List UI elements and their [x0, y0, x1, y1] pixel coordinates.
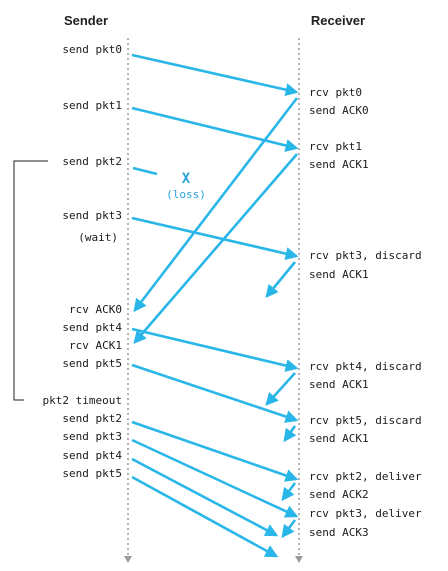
arrow-pkt1 [131, 106, 299, 152]
sender-label-send-pkt4: send pkt4 [62, 321, 122, 334]
receiver-timeline-arrowhead [295, 556, 303, 563]
receiver-label-rcv-pkt2-deliver: rcv pkt2, deliver [309, 470, 422, 483]
sender-label-send-pkt0: send pkt0 [62, 43, 122, 56]
receiver-label-send-ack1: send ACK1 [309, 158, 369, 171]
loss-x-mark: X [182, 171, 191, 187]
receiver-label-send-ack1-a: send ACK1 [309, 268, 369, 281]
sender-label-send-pkt1: send pkt1 [62, 99, 122, 112]
receiver-label-send-ack0: send ACK0 [309, 104, 369, 117]
arrow-ack1-dup-a [265, 261, 297, 299]
arrow-resend-pkt2 [131, 420, 299, 482]
receiver-label-send-ack2: send ACK2 [309, 488, 369, 501]
receiver-label-send-ack3: send ACK3 [309, 526, 369, 539]
arrow-pkt2-lost [132, 166, 158, 176]
arrow-ack1-dup-c [283, 425, 297, 443]
receiver-label-send-ack1-c: send ACK1 [309, 432, 369, 445]
sender-label-resend-pkt5: send pkt5 [62, 467, 122, 480]
receiver-label-send-ack1-b: send ACK1 [309, 378, 369, 391]
arrow-resend-pkt4 [131, 457, 279, 537]
arrow-resend-pkt3 [131, 438, 299, 518]
receiver-label-rcv-pkt3-discard: rcv pkt3, discard [309, 249, 422, 262]
sender-timeline-arrowhead [124, 556, 132, 563]
sender-label-send-pkt2: send pkt2 [62, 155, 122, 168]
sender-label-send-pkt5: send pkt5 [62, 357, 122, 370]
timeout-bracket [13, 160, 48, 401]
arrow-resend-pkt5 [131, 475, 279, 558]
sender-label-wait: (wait) [78, 231, 118, 244]
receiver-header: Receiver [311, 13, 365, 28]
arrow-pkt5 [131, 363, 299, 423]
sender-label-resend-pkt2: send pkt2 [62, 412, 122, 425]
receiver-label-rcv-pkt4-discard: rcv pkt4, discard [309, 360, 422, 373]
sender-label-pkt2-timeout: pkt2 timeout [43, 394, 122, 407]
receiver-label-rcv-pkt0: rcv pkt0 [309, 86, 362, 99]
arrow-pkt3 [131, 216, 299, 260]
sender-label-rcv-ack1: rcv ACK1 [69, 339, 122, 352]
arrow-pkt0 [131, 53, 299, 97]
receiver-label-rcv-pkt5-discard: rcv pkt5, discard [309, 414, 422, 427]
sender-header: Sender [64, 13, 108, 28]
receiver-label-rcv-pkt3-deliver: rcv pkt3, deliver [309, 507, 422, 520]
sender-label-send-pkt3: send pkt3 [62, 209, 122, 222]
sender-label-rcv-ack0: rcv ACK0 [69, 303, 122, 316]
loss-label: (loss) [166, 188, 206, 201]
sender-label-resend-pkt4: send pkt4 [62, 449, 122, 462]
arrow-ack1-dup-b [265, 372, 296, 406]
arrow-ack1 [133, 153, 298, 344]
arrow-ack2 [281, 482, 297, 502]
sender-label-resend-pkt3: send pkt3 [62, 430, 122, 443]
arrow-ack3 [281, 519, 297, 539]
arrow-ack0 [133, 97, 299, 313]
receiver-label-rcv-pkt1: rcv pkt1 [309, 140, 362, 153]
arrow-pkt4 [131, 327, 299, 372]
